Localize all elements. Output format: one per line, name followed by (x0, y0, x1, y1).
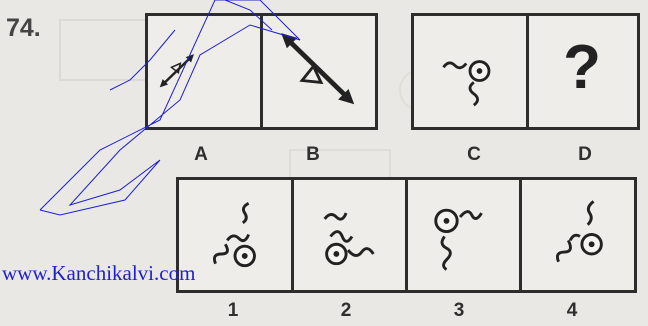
option-label-2: 2 (331, 300, 361, 322)
figure-a-arrow-icon (148, 16, 262, 127)
answer-figures (176, 177, 637, 293)
label-b: B (298, 144, 328, 166)
option-4-squiggle-icon[interactable] (522, 180, 634, 290)
label-a: A (186, 144, 216, 166)
label-c: C (459, 144, 489, 166)
figure-b-arrow-icon (263, 16, 380, 127)
panel-divider (526, 16, 529, 127)
option-2-squiggle-icon[interactable] (294, 180, 406, 290)
option-1-squiggle-icon[interactable] (179, 180, 291, 290)
option-label-1: 1 (218, 300, 248, 322)
option-3-squiggle-icon[interactable] (408, 180, 520, 290)
figure-c-squiggle-icon (414, 16, 526, 127)
option-label-4: 4 (557, 300, 587, 322)
problem-figures-ab (145, 13, 378, 130)
label-d: D (570, 144, 600, 166)
option-label-3: 3 (444, 300, 474, 322)
question-number: 74. (6, 14, 41, 43)
missing-figure-question-mark: ? (532, 32, 632, 103)
watermark-link[interactable]: www.Kanchikalvi.com (2, 261, 195, 286)
problem-figures-cd: ? (411, 13, 640, 130)
